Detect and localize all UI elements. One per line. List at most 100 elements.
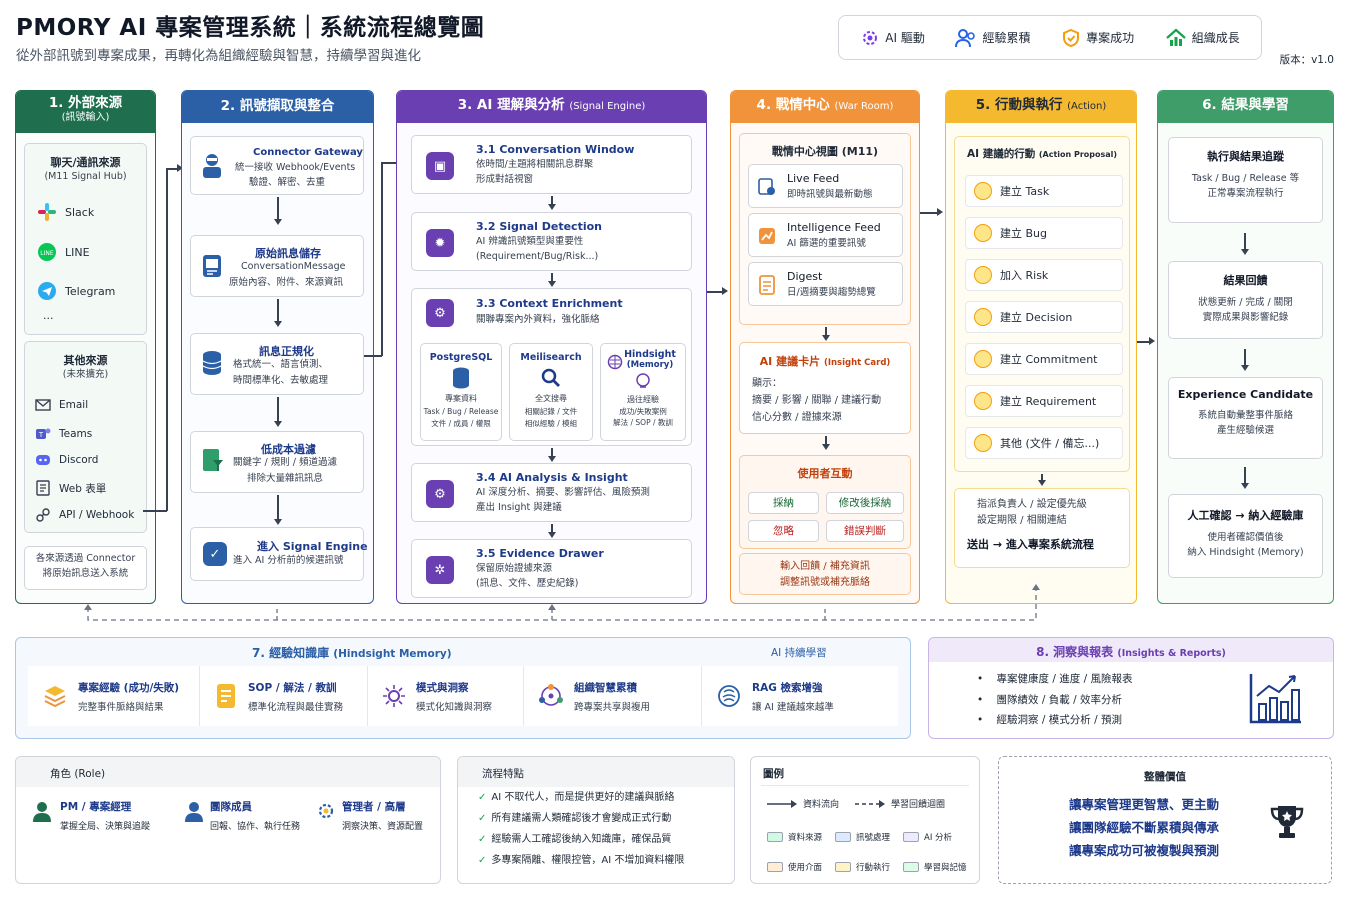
ai-chip-icon: ⚙ (426, 480, 454, 508)
adopt-button[interactable]: 採納 (748, 492, 819, 514)
ignore-button[interactable]: 忽略 (748, 520, 819, 542)
action-add-risk[interactable]: 加入 Risk (965, 259, 1123, 291)
wrong-judgment-button[interactable]: 錯誤判斷 (826, 520, 904, 542)
source-label: ... (43, 309, 54, 322)
store-title: PostgreSQL (429, 352, 493, 363)
action-other[interactable]: 其他 (文件 / 備忘...) (965, 427, 1123, 459)
step-desc: 狀態更新 / 完成 / 關閉 (1198, 297, 1293, 308)
action-create-commitment[interactable]: 建立 Commitment (965, 343, 1123, 375)
step-desc: 時間標準化、去敏處理 (233, 375, 329, 386)
feature-item: ✓經驗需人工確認後納入知識庫，確保品質 (478, 829, 684, 850)
action-label: 建立 Task (1000, 185, 1050, 198)
memory-brain-icon (607, 354, 623, 370)
badge-label: 組織成長 (1191, 31, 1240, 45)
flow-arrow (722, 287, 728, 295)
adopt-with-edit-button[interactable]: 修改後採納 (826, 492, 904, 514)
step-low-cost-filter: 低成本過濾 關鍵字 / 規則 / 頻道過濾 排除大量雜訊訊息 (190, 431, 364, 493)
step-title: 執行與結果追蹤 (1207, 150, 1284, 163)
step-title: 低成本過濾 (261, 443, 316, 456)
step-result-feedback: 結果回饋 狀態更新 / 完成 / 關閉 實際成果與影響紀錄 (1168, 261, 1323, 339)
step-desc: 使用者確認價值後 (1207, 532, 1284, 543)
action-label: 建立 Decision (1000, 311, 1073, 324)
source-discord: Discord (35, 453, 98, 467)
step-desc: 納入 Hindsight (Memory) (1187, 546, 1304, 558)
shield-check-icon (1063, 28, 1080, 47)
ai-learning-label: AI 持續學習 (771, 647, 827, 659)
feed-digest[interactable]: Digest 日/週摘要與趨勢總覽 (748, 262, 903, 306)
source-label: Telegram (65, 284, 116, 298)
step-execution-tracking: 執行與結果追蹤 Task / Bug / Release 等 正常專案流程執行 (1168, 137, 1323, 223)
flow-line (1041, 474, 1043, 482)
action-create-decision[interactable]: 建立 Decision (965, 301, 1123, 333)
commitment-icon (974, 350, 992, 368)
ai-gear-icon (863, 30, 878, 45)
legend-item-label: 行動執行 (856, 863, 891, 873)
feature-text: 多專案隔離、權限控管，AI 不增加資料權限 (491, 855, 685, 866)
step-normalize: 訊息正規化 格式統一、語言偵測、 時間標準化、去敏處理 (190, 333, 364, 395)
role-title: PM / 專案經理 (60, 801, 132, 813)
store-desc: 解法 / SOP / 教訓 (613, 418, 673, 428)
other-sources-sub: (未來擴充) (62, 369, 109, 380)
step-desc: 進入 AI 分析前的候選訊號 (233, 555, 344, 566)
version-label: 版本：v1.0 (1279, 54, 1334, 66)
feed-live[interactable]: Live Feed 即時訊號與最新動態 (748, 164, 903, 208)
search-icon (541, 368, 560, 387)
flow-line (143, 510, 167, 512)
action-label: 其他 (文件 / 備忘...) (1000, 437, 1100, 450)
step-raw-storage: 原始訊息儲存 ConversationMessage 原始內容、附件、來源資訊 (190, 235, 364, 297)
form-icon (36, 480, 50, 496)
knowledge-base-panel: 7. 經驗知識庫 (Hindsight Memory) AI 持續學習 專案經驗… (15, 637, 911, 739)
kb-item-patterns: 模式與洞察模式化知識與洞察 (368, 666, 524, 726)
store-desc: 成功/失敗案例 (619, 407, 667, 416)
step-experience-candidate: Experience Candidate 系統自動彙整事件脈絡 產生經驗候選 (1168, 377, 1323, 459)
column-title-sub: (War Room) (834, 101, 894, 112)
legend-flow-label: 資料流向 (803, 800, 840, 810)
page-title: PMORY AI 專案管理系統｜系統流程總覽圖 (16, 15, 485, 41)
column-title-sub: (Signal Engine) (569, 101, 646, 112)
feature-text: 所有建議需人類確認後才會變成正式行動 (491, 813, 672, 824)
value-line: 讓團隊經驗不斷累積與傳承 (1069, 820, 1220, 835)
legend-swatch (835, 862, 851, 872)
check-icon: ✓ (478, 813, 487, 824)
flow-line (551, 448, 553, 458)
column-header: 5. 行動與執行 (Action) (946, 91, 1136, 123)
check-icon: ✓ (478, 834, 487, 845)
source-telegram: Telegram (37, 281, 115, 301)
reports-panel: 8. 洞察與報表 (Insights & Reports) • 專案健康度 / … (928, 637, 1334, 739)
legend-item-label: 學習與記憶 (924, 863, 967, 873)
kb-item-org-wisdom: 組織智慧累積跨專案共享與複用 (524, 666, 702, 726)
kb-item-rag: RAG 檢索增強讓 AI 建議越來越準 (702, 666, 898, 726)
flow-arrow (1241, 249, 1249, 255)
step-desc: (訊息、文件、歷史紀錄) (476, 578, 579, 589)
kb-item-title: 組織智慧累積 (574, 681, 637, 694)
insight-line: 信心分數 / 證據來源 (752, 412, 842, 423)
assign-submit-card[interactable]: 指派負責人 / 設定優先級 設定期限 / 相關連結 送出 → 進入專案系統流程 (954, 488, 1130, 568)
step-enter-signal-engine: ✓ 進入 Signal Engine 進入 AI 分析前的候選訊號 (190, 527, 368, 581)
features-panel: 流程特點 ✓AI 不取代人，而是提供更好的建議與脈絡 ✓所有建議需人類確認後才會… (457, 756, 735, 884)
action-create-requirement[interactable]: 建立 Requirement (965, 385, 1123, 417)
flow-line (825, 327, 827, 337)
action-create-task[interactable]: 建立 Task (965, 175, 1123, 207)
role-sub: 回報、協作、執行任務 (210, 822, 301, 832)
legend-item-label: 使用介面 (788, 863, 823, 873)
flow-arrow (548, 532, 556, 538)
other-sources-title: 其他來源 (63, 354, 108, 367)
step-human-confirm[interactable]: 人工確認 → 納入經驗庫 使用者確認價值後 納入 Hindsight (Memo… (1168, 494, 1323, 578)
chat-sources-title: 聊天/通訊來源 (50, 156, 121, 169)
feed-title: Digest (787, 270, 823, 283)
step-desc: 關鍵字 / 規則 / 頻道過濾 (233, 457, 337, 468)
feedback-input-card[interactable]: 輸入回饋 / 補充資訊 調整訊號或補充脈絡 (739, 553, 911, 595)
legend-feedback-label: 學習回饋迴圈 (891, 800, 946, 810)
action-create-bug[interactable]: 建立 Bug (965, 217, 1123, 249)
step-desc: AI 深度分析、摘要、影響評估、風險預測 (476, 487, 650, 498)
insight-card[interactable]: AI 建議卡片 (Insight Card) 顯示： 摘要 / 影響 / 關聯 … (739, 342, 911, 434)
gateway-person-icon (203, 154, 221, 178)
badge-ai: AI 驅動 (860, 28, 925, 48)
feed-intelligence[interactable]: Intelligence Feed AI 篩選的重要訊號 (748, 213, 903, 257)
knowledge-title-text: 7. 經驗知識庫 (252, 646, 330, 660)
proposal-title: AI 建議的行動 (967, 148, 1036, 160)
check-icon: ✓ (478, 855, 487, 866)
flow-arrow (548, 204, 556, 210)
knowledge-title: 7. 經驗知識庫 (Hindsight Memory) (252, 644, 452, 661)
flow-arrow (548, 281, 556, 287)
